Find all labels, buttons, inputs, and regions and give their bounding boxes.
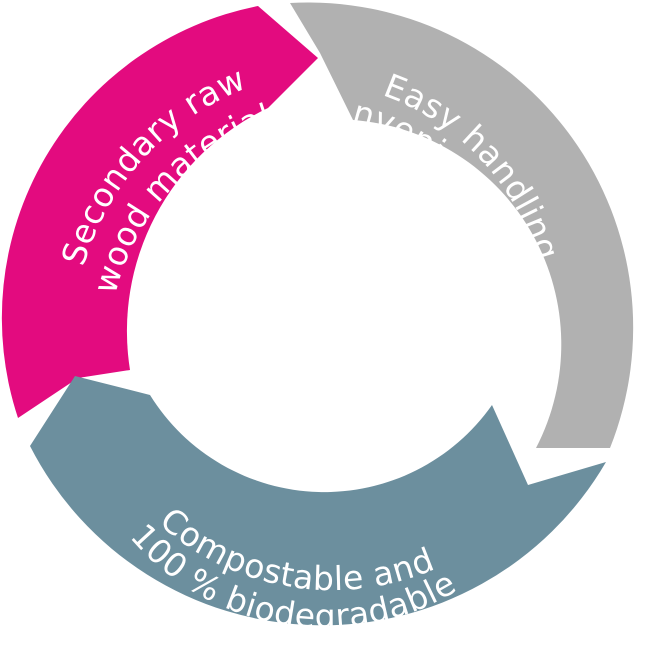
segment-easy-handling [290,2,634,448]
segment-secondary-raw-wood-material [1,6,319,418]
segment-compostable [30,376,606,626]
